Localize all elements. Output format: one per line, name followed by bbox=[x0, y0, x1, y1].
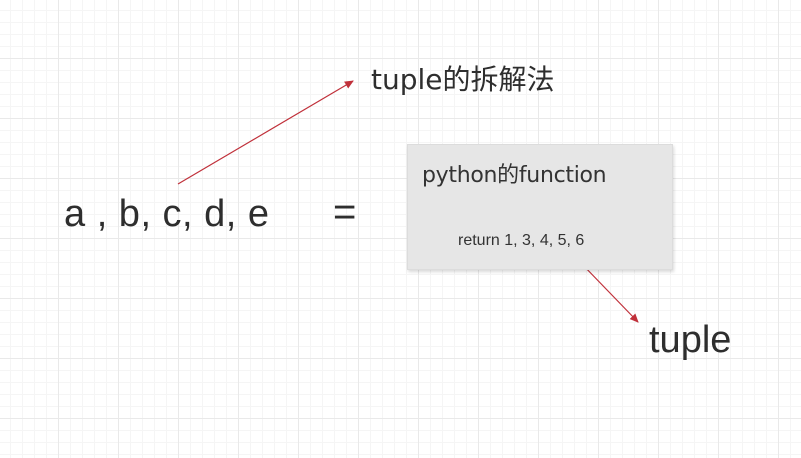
equals-sign: = bbox=[333, 190, 357, 234]
arrow-to-tuple-label bbox=[579, 261, 639, 323]
function-title: python的function bbox=[422, 163, 607, 188]
tuple-label: tuple bbox=[649, 319, 732, 361]
assignment-variables: a , b, c, d, e bbox=[64, 193, 270, 235]
arrow-to-unpacking-label bbox=[177, 80, 354, 185]
function-box: python的function return 1, 3, 4, 5, 6 bbox=[407, 144, 673, 270]
tuple-unpacking-label: tuple的拆解法 bbox=[371, 63, 555, 96]
function-return-statement: return 1, 3, 4, 5, 6 bbox=[458, 232, 585, 249]
